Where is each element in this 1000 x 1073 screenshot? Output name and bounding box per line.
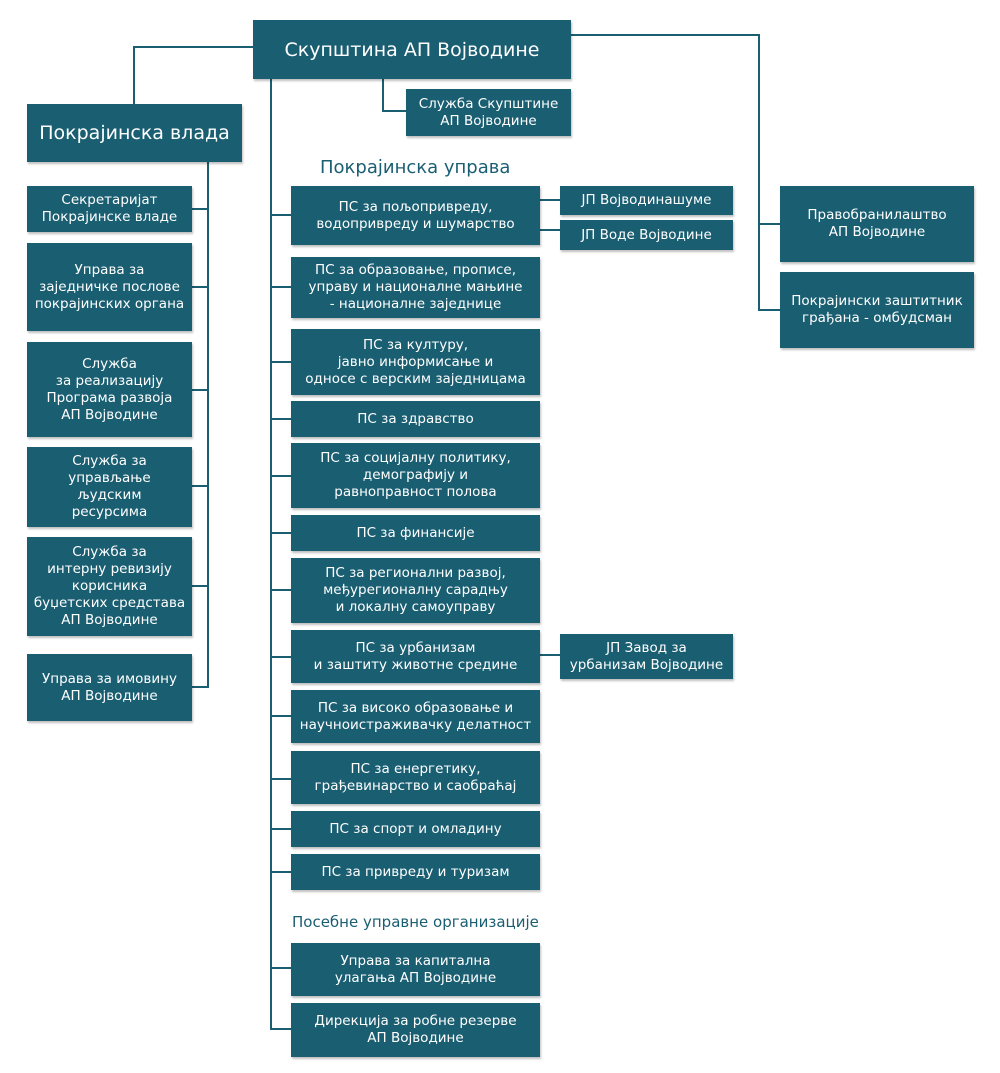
secretariat-box: ПС за пољопривреду, водопривреду и шумар… (291, 186, 540, 245)
government-item-label: Служба за управљање људским ресурсима (68, 453, 151, 520)
secretariat-label: ПС за високо образовање и научноистражив… (299, 699, 532, 733)
secretariat-label: ПС за привреду и туризам (321, 863, 510, 880)
secretariat-label: ПС за финансије (356, 524, 475, 541)
government-item: Служба за реализацију Програма развоја А… (27, 342, 192, 437)
secretariat-box: ПС за привреду и туризам (291, 854, 540, 890)
assembly-label: Скупштина АП Војводине (284, 38, 540, 61)
public-enterprise-label: ЈП Воде Војводине (581, 226, 712, 243)
secretariat-box: ПС за здравство (291, 401, 540, 437)
special-org-box: Управа за капитална улагања АП Војводине (291, 943, 540, 996)
secretariat-label: ПС за регионални развој, међурегионалну … (323, 565, 508, 615)
assembly-service-label: Служба Скупштине АП Војводине (418, 95, 559, 129)
government-item-label: Управа за имовину АП Војводине (42, 670, 177, 704)
government-item: Секретаријат Покрајинске владе (27, 186, 192, 232)
special-org-box: Дирекција за робне резерве АП Војводине (291, 1003, 540, 1057)
ombudsman-box: Покрајински заштитник грађана - омбудсма… (780, 272, 974, 348)
secretariat-label: ПС за спорт и омладину (329, 820, 502, 837)
special-heading: Посебне управне организације (292, 913, 539, 931)
special-org-label: Дирекција за робне резерве АП Војводине (314, 1013, 517, 1046)
public-enterprise-box: ЈП Воде Војводине (560, 220, 733, 250)
ombudsman-label: Покрајински заштитник грађана - омбудсма… (791, 293, 963, 326)
public-enterprise-label: ЈП Војводинашуме (581, 192, 712, 208)
secretariat-box: ПС за регионални развој, међурегионалну … (291, 558, 540, 623)
government-item: Служба за управљање људским ресурсима (27, 447, 192, 527)
attorney-box: Правобранилаштво АП Војводине (780, 186, 974, 262)
secretariat-box: ПС за високо образовање и научноистражив… (291, 690, 540, 743)
government-item: Управа за заједничке послове покрајински… (27, 243, 192, 331)
government-item: Управа за имовину АП Војводине (27, 654, 192, 721)
attorney-label: Правобранилаштво АП Војводине (807, 207, 947, 240)
government-item-label: Служба за реализацију Програма развоја А… (46, 355, 173, 423)
secretariat-label: ПС за образовање, прописе, управу и наци… (308, 262, 523, 312)
secretariat-box: ПС за урбанизам и заштиту животне средин… (291, 630, 540, 683)
government-label: Покрајинска влада (39, 122, 230, 144)
public-enterprise-box: ЈП Завод за урбанизам Војводине (560, 634, 733, 679)
secretariat-label: ПС за урбанизам и заштиту животне средин… (313, 639, 518, 673)
secretariat-label: ПС за социјалну политику, демографију и … (320, 450, 511, 500)
secretariat-box: ПС за енергетику, грађевинарство и саобр… (291, 751, 540, 804)
secretariat-box: ПС за образовање, прописе, управу и наци… (291, 257, 540, 318)
secretariat-box: ПС за културу, јавно информисање и однос… (291, 329, 540, 395)
public-enterprise-label: ЈП Завод за урбанизам Војводине (569, 639, 724, 673)
government-item-label: Секретаријат Покрајинске владе (41, 192, 178, 225)
assembly-box: Скупштина АП Војводине (253, 20, 571, 79)
special-org-label: Управа за капитална улагања АП Војводине (334, 952, 497, 986)
secretariat-label: ПС за пољопривреду, водопривреду и шумар… (316, 198, 515, 232)
administration-heading: Покрајинска управа (320, 157, 511, 178)
secretariat-label: ПС за здравство (357, 410, 474, 427)
government-item: Служба за интерну ревизију корисника буџ… (27, 537, 192, 636)
secretariat-label: ПС за енергетику, грађевинарство и саобр… (314, 760, 517, 794)
government-item-label: Служба за интерну ревизију корисника буџ… (33, 544, 186, 628)
government-box: Покрајинска влада (27, 104, 242, 162)
public-enterprise-box: ЈП Војводинашуме (560, 186, 733, 215)
government-item-label: Управа за заједничке послове покрајински… (34, 261, 185, 312)
secretariat-box: ПС за социјалну политику, демографију и … (291, 443, 540, 508)
secretariat-box: ПС за спорт и омладину (291, 811, 540, 847)
secretariat-box: ПС за финансије (291, 515, 540, 551)
secretariat-label: ПС за културу, јавно информисање и однос… (305, 336, 526, 387)
assembly-service-box: Служба Скупштине АП Војводине (406, 89, 571, 136)
